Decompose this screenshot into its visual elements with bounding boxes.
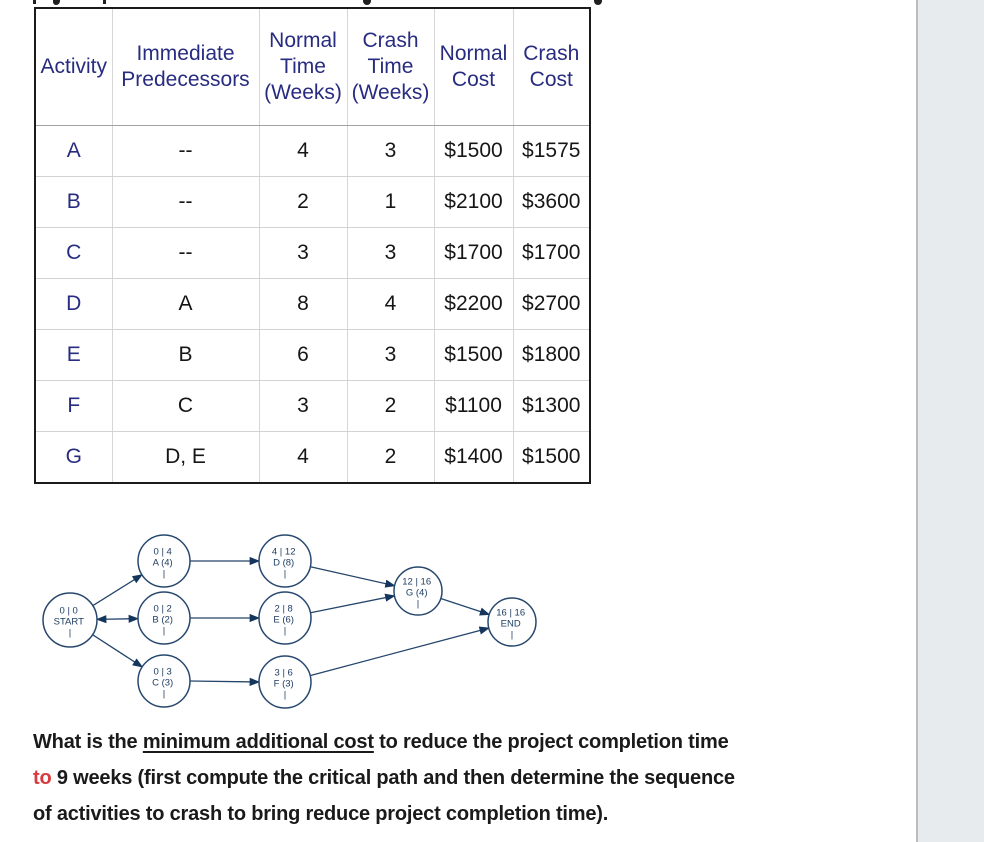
cell-normal-cost: $1500 — [433, 125, 514, 177]
cell-crash-cost: $1300 — [512, 380, 591, 432]
cell-crash-time: 3 — [346, 125, 435, 177]
col-header-crash-time: Crash Time (Weeks) — [346, 8, 435, 126]
cell-activity: A — [34, 125, 113, 177]
question-segment: to reduce the project completion time — [373, 731, 729, 753]
edge-start-c — [92, 634, 144, 668]
cell-crash-cost: $1800 — [512, 329, 591, 381]
cell-crash-time: 3 — [346, 227, 435, 279]
edge-start-a — [92, 574, 143, 607]
cell-predecessors: -- — [111, 125, 260, 177]
cell-activity: C — [34, 227, 113, 279]
cell-crash-cost: $3600 — [512, 176, 591, 228]
question-segment: of activities to crash to bring reduce p… — [33, 803, 609, 825]
col-header-crash-cost: Crash Cost — [512, 8, 591, 126]
cell-predecessors: B — [111, 329, 260, 381]
col-header-normal-time: Normal Time (Weeks) — [258, 8, 348, 126]
cell-crash-cost: $1700 — [512, 227, 591, 279]
cell-predecessors: -- — [111, 176, 260, 228]
edge-e-g — [310, 593, 396, 614]
clipped-text-line — [0, 0, 900, 6]
cell-crash-time: 3 — [346, 329, 435, 381]
table-row-e: E B 6 3 $1500 $1800 — [34, 329, 591, 381]
cell-normal-cost: $2100 — [433, 176, 514, 228]
question-segment: What is the — [33, 731, 143, 753]
cell-normal-time: 2 — [258, 176, 348, 228]
cell-crash-cost: $2700 — [512, 278, 591, 330]
table-header-row: Activity Immediate Predecessors Normal T… — [34, 8, 591, 126]
right-gray-panel — [916, 0, 984, 842]
cell-predecessors: D, E — [111, 431, 260, 484]
cell-predecessors: -- — [111, 227, 260, 279]
node-f: 3 | 6 F (3) | — [258, 655, 312, 709]
svg-text:0 | 4 A (4) |: 0 | 4 A (4) | — [153, 547, 176, 580]
cell-normal-time: 8 — [258, 278, 348, 330]
table-row-d: D A 8 4 $2200 $2700 — [34, 278, 591, 330]
svg-text:0 | 0 START |: 0 | 0 START | — [54, 606, 87, 639]
cell-activity: E — [34, 329, 113, 381]
question-underlined-phrase: minimum additional cost — [142, 731, 374, 753]
question-red-word: to — [33, 767, 52, 789]
clipped-letter-fragment — [594, 0, 602, 5]
node-e: 2 | 8 E (6) | — [258, 591, 312, 645]
col-header-predecessors: Immediate Predecessors — [111, 8, 260, 126]
node-d: 4 | 12 D (8) | — [258, 534, 312, 588]
diagram-edges — [92, 556, 491, 686]
node-start: 0 | 0 START | — [42, 592, 98, 648]
table-row-b: B -- 2 1 $2100 $3600 — [34, 176, 591, 228]
node-a: 0 | 4 A (4) | — [137, 534, 191, 588]
question-text: What is the minimum additional cost to r… — [33, 724, 903, 832]
edge-g-end — [440, 597, 491, 616]
clipped-letter-fragment — [53, 0, 60, 5]
cell-normal-cost: $1400 — [433, 431, 514, 484]
col-header-activity: Activity — [34, 8, 113, 126]
svg-text:2 | 8 E (6) |: 2 | 8 E (6) | — [273, 604, 296, 637]
crash-cost-table: Activity Immediate Predecessors Normal T… — [34, 7, 591, 484]
edge-start-b — [95, 614, 140, 624]
svg-text:4 | 12 D (8) |: 4 | 12 D (8) | — [272, 547, 298, 580]
cell-crash-time: 4 — [346, 278, 435, 330]
table-row-a: A -- 4 3 $1500 $1575 — [34, 125, 591, 177]
table-row-f: F C 3 2 $1100 $1300 — [34, 380, 591, 432]
node-c: 0 | 3 C (3) | — [137, 654, 191, 708]
cell-crash-time: 2 — [346, 431, 435, 484]
clipped-letter-fragment — [363, 0, 371, 5]
cell-normal-cost: $1700 — [433, 227, 514, 279]
svg-text:12 | 16 G (4): 12 | 16 G (4) | — [402, 577, 434, 610]
cell-crash-cost: $1500 — [512, 431, 591, 484]
cell-activity: D — [34, 278, 113, 330]
edge-d-g — [310, 566, 396, 588]
question-segment: 9 weeks (first compute the critical path… — [51, 767, 735, 789]
cell-activity: G — [34, 431, 113, 484]
edge-c-f — [189, 677, 261, 686]
cell-normal-cost: $1500 — [433, 329, 514, 381]
cell-normal-time: 6 — [258, 329, 348, 381]
project-network-diagram: 0 | 0 START | 0 | 4 A (4) | 0 | 2 B (2) … — [40, 527, 600, 727]
svg-text:0 | 2 B (2) |: 0 | 2 B (2) | — [152, 604, 175, 637]
cell-activity: B — [34, 176, 113, 228]
table-row-c: C -- 3 3 $1700 $1700 — [34, 227, 591, 279]
cell-activity: F — [34, 380, 113, 432]
edge-f-end — [309, 626, 490, 677]
node-end: 16 | 16 END | — [487, 597, 537, 647]
cell-crash-time: 2 — [346, 380, 435, 432]
cell-predecessors: C — [111, 380, 260, 432]
cell-normal-time: 4 — [258, 431, 348, 484]
node-g: 12 | 16 G (4) | — [393, 566, 443, 616]
cell-normal-time: 3 — [258, 380, 348, 432]
cell-crash-time: 1 — [346, 176, 435, 228]
clipped-letter-fragment — [33, 0, 36, 4]
svg-text:0 | 3 C (3) |: 0 | 3 C (3) | — [152, 667, 176, 700]
svg-text:16 | 16 END |: 16 | 16 END | — [496, 608, 528, 641]
cell-normal-cost: $2200 — [433, 278, 514, 330]
clipped-letter-fragment — [103, 0, 106, 4]
svg-text:3 | 6 F (3) |: 3 | 6 F (3) | — [274, 668, 297, 701]
cell-normal-time: 3 — [258, 227, 348, 279]
table-row-g: G D, E 4 2 $1400 $1500 — [34, 431, 591, 484]
cell-crash-cost: $1575 — [512, 125, 591, 177]
cell-predecessors: A — [111, 278, 260, 330]
cell-normal-cost: $1100 — [433, 380, 514, 432]
node-b: 0 | 2 B (2) | — [137, 591, 191, 645]
col-header-normal-cost: Normal Cost — [433, 8, 514, 126]
cell-normal-time: 4 — [258, 125, 348, 177]
